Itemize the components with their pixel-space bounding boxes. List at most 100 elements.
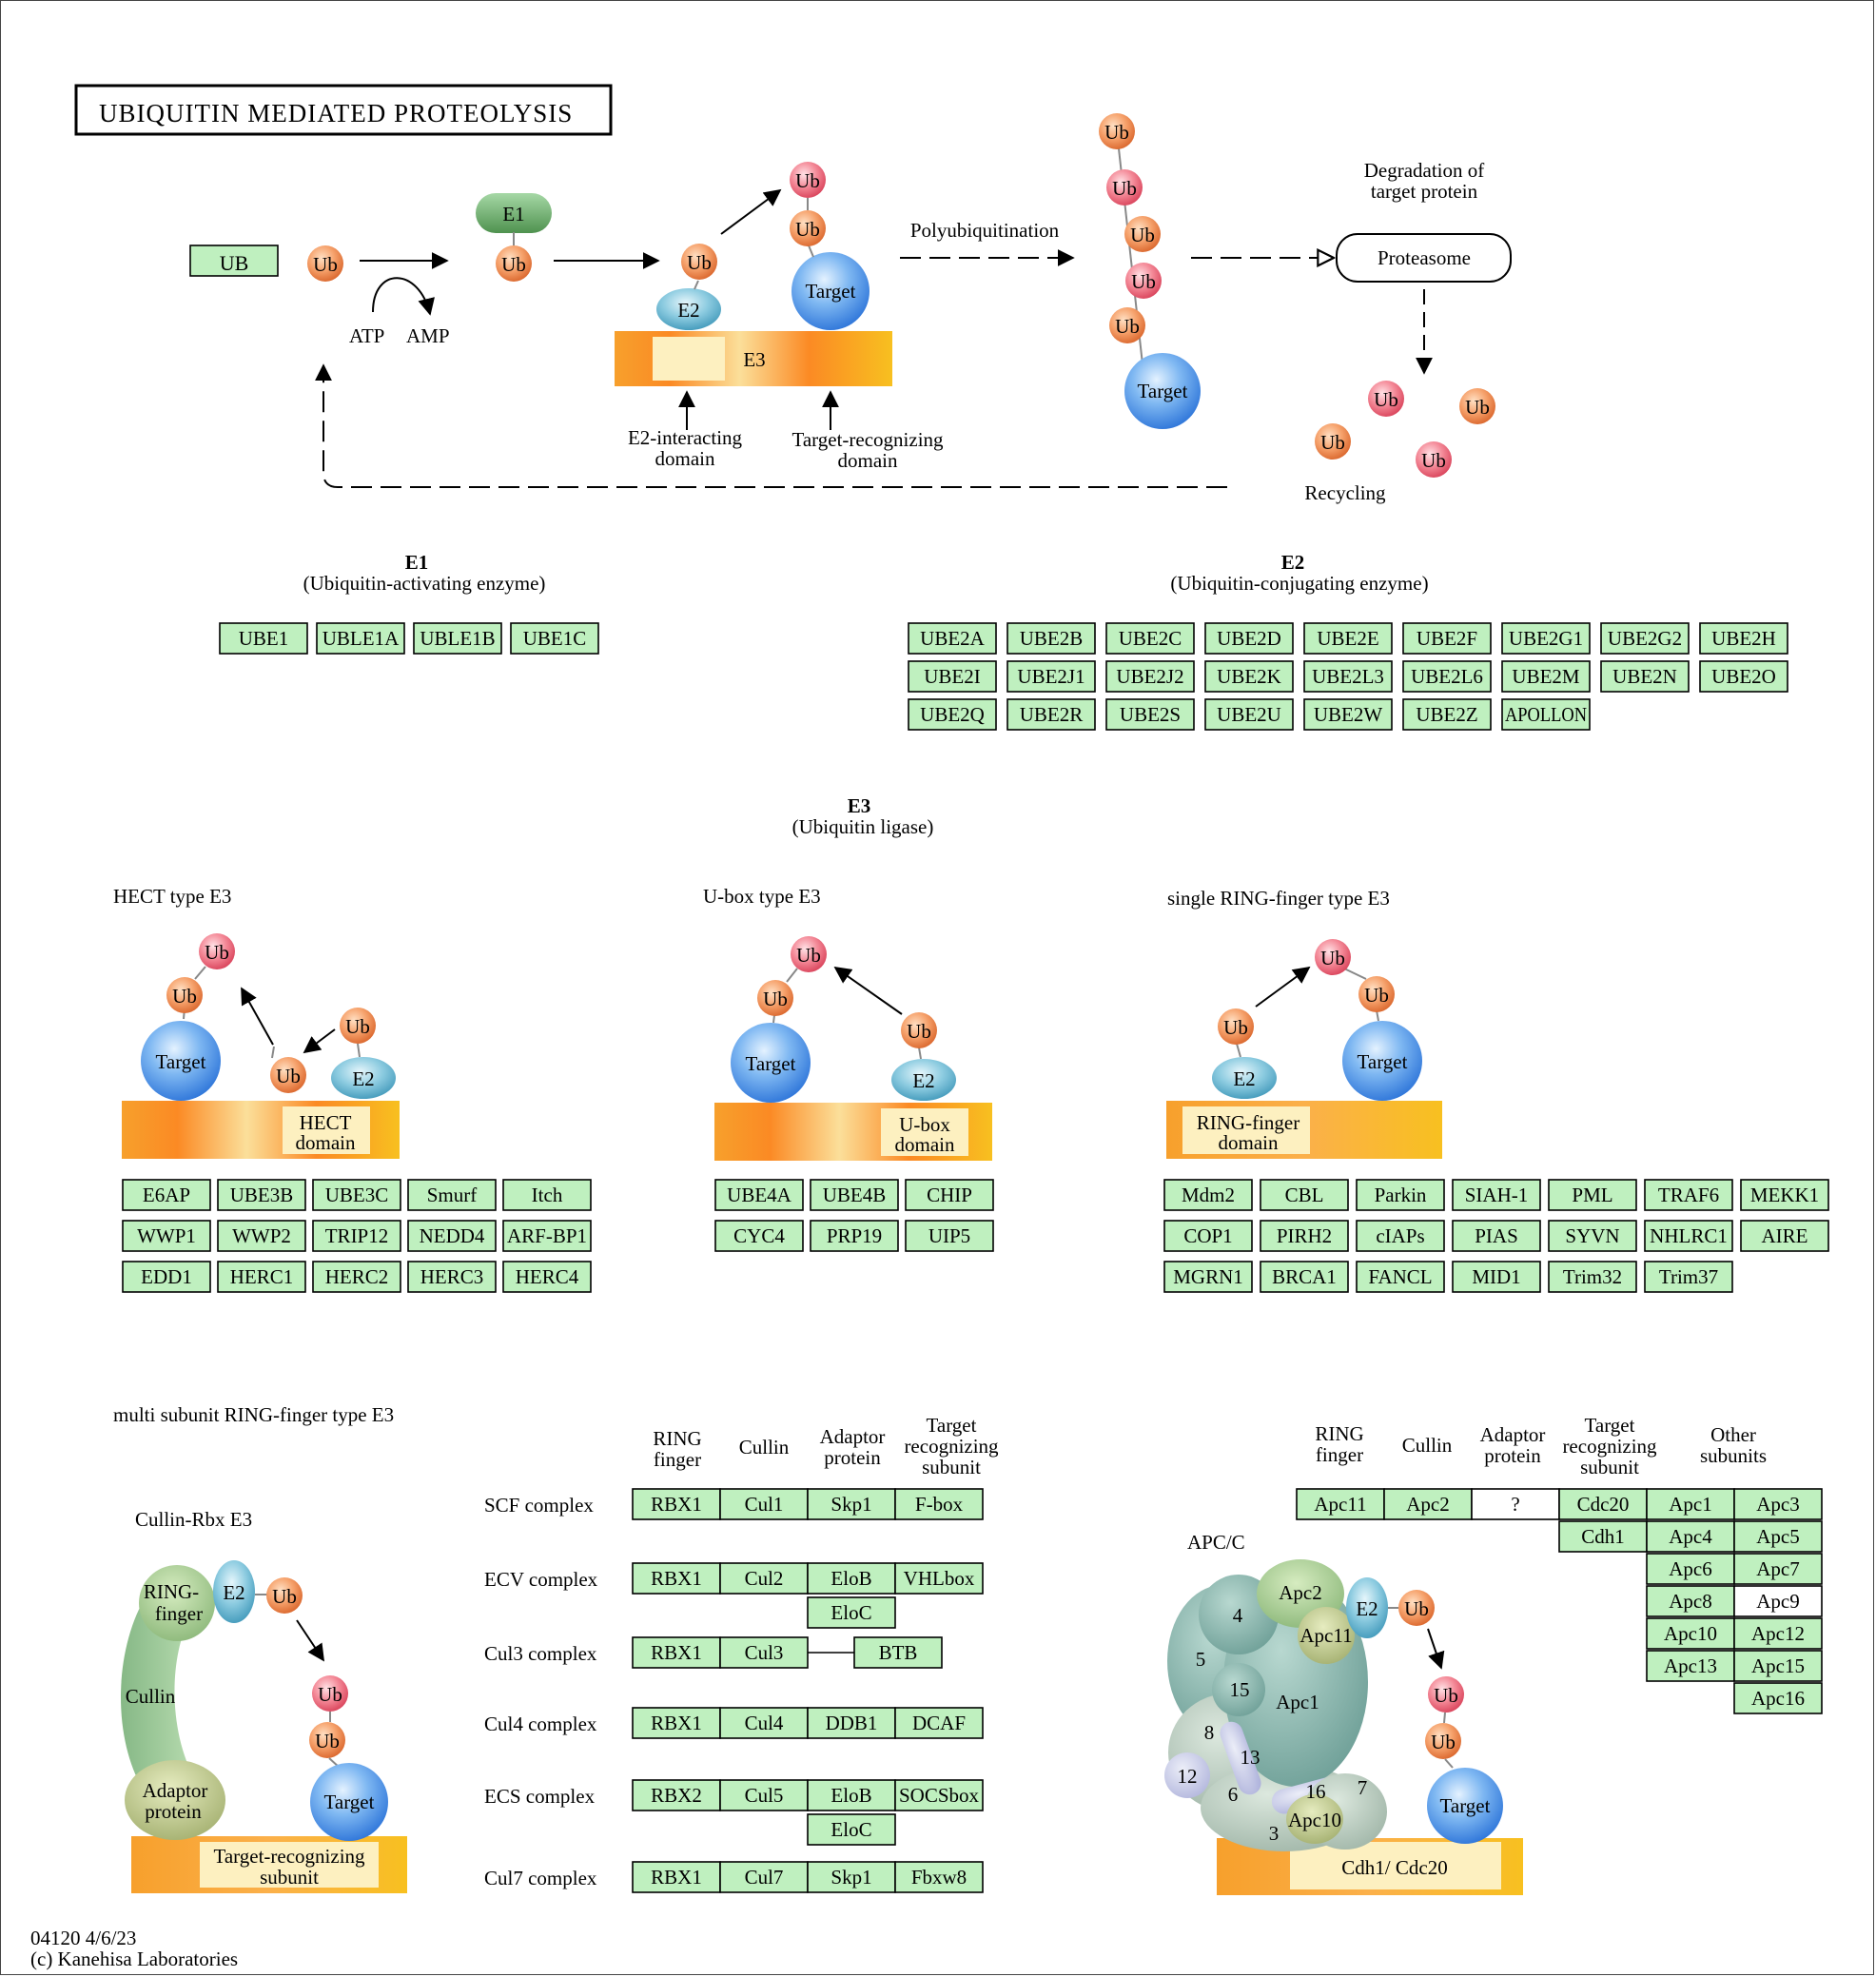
gene-box-brca1[interactable]: BRCA1: [1260, 1261, 1349, 1293]
gene-box-ube4a[interactable]: UBE4A: [714, 1179, 804, 1211]
gene-box-nedd4[interactable]: NEDD4: [407, 1220, 497, 1252]
gene-box-btb[interactable]: BTB: [853, 1636, 943, 1669]
gene-box-ube2j2[interactable]: UBE2J2: [1105, 660, 1195, 693]
gene-box-cdh1[interactable]: Cdh1: [1558, 1520, 1648, 1553]
gene-box-rbx2[interactable]: RBX2: [632, 1779, 721, 1811]
gene-box-e6ap[interactable]: E6AP: [122, 1179, 211, 1211]
gene-box-socsbox[interactable]: SOCSbox: [894, 1779, 984, 1811]
gene-box-apc3[interactable]: Apc3: [1733, 1488, 1823, 1520]
gene-box-herc4[interactable]: HERC4: [502, 1261, 592, 1293]
gene-box-cbl[interactable]: CBL: [1260, 1179, 1349, 1211]
gene-box-ube3b[interactable]: UBE3B: [217, 1179, 306, 1211]
gene-box-cul5[interactable]: Cul5: [719, 1779, 809, 1811]
gene-box-traf6[interactable]: TRAF6: [1644, 1179, 1733, 1211]
gene-box-apc11[interactable]: Apc11: [1296, 1488, 1385, 1520]
gene-box-apc16[interactable]: Apc16: [1733, 1682, 1823, 1714]
gene-box-cul4[interactable]: Cul4: [719, 1707, 809, 1739]
gene-box-ube2k[interactable]: UBE2K: [1204, 660, 1294, 693]
gene-box-herc1[interactable]: HERC1: [217, 1261, 306, 1293]
gene-box-ube2h[interactable]: UBE2H: [1699, 622, 1788, 655]
gene-box-cul1[interactable]: Cul1: [719, 1488, 809, 1520]
gene-box-aire[interactable]: AIRE: [1740, 1220, 1829, 1252]
gene-box-ube2w[interactable]: UBE2W: [1303, 698, 1393, 731]
gene-box-ube2c[interactable]: UBE2C: [1105, 622, 1195, 655]
gene-box-trim32[interactable]: Trim32: [1548, 1261, 1637, 1293]
gene-box-ube2j1[interactable]: UBE2J1: [1006, 660, 1096, 693]
gene-box-skp1[interactable]: Skp1: [807, 1488, 896, 1520]
gene-box-dcaf[interactable]: DCAF: [894, 1707, 984, 1739]
gene-box-rbx1[interactable]: RBX1: [632, 1636, 721, 1669]
gene-box-herc2[interactable]: HERC2: [312, 1261, 401, 1293]
gene-box-apc5[interactable]: Apc5: [1733, 1520, 1823, 1553]
gene-box-ciaps[interactable]: cIAPs: [1356, 1220, 1445, 1252]
gene-box-ube2z[interactable]: UBE2Z: [1402, 698, 1492, 731]
gene-box-ube2a[interactable]: UBE2A: [908, 622, 997, 655]
gene-box-ube2b[interactable]: UBE2B: [1006, 622, 1096, 655]
gene-box-mekk1[interactable]: MEKK1: [1740, 1179, 1829, 1211]
gene-box-smurf[interactable]: Smurf: [407, 1179, 497, 1211]
gene-box-apc7[interactable]: Apc7: [1733, 1553, 1823, 1585]
gene-box-mgrn1[interactable]: MGRN1: [1163, 1261, 1253, 1293]
gene-box-apollon[interactable]: APOLLON: [1501, 698, 1591, 731]
gene-box-ddb1[interactable]: DDB1: [807, 1707, 896, 1739]
gene-box-cop1[interactable]: COP1: [1163, 1220, 1253, 1252]
gene-box-elob[interactable]: EloB: [807, 1779, 896, 1811]
gene-box-ube2l6[interactable]: UBE2L6: [1402, 660, 1492, 693]
gene-box-uble1b[interactable]: UBLE1B: [413, 622, 502, 655]
gene-box-cul7[interactable]: Cul7: [719, 1861, 809, 1893]
gene-box-eloc[interactable]: EloC: [807, 1813, 896, 1846]
gene-box-ube2e[interactable]: UBE2E: [1303, 622, 1393, 655]
gene-box-apc10[interactable]: Apc10: [1646, 1617, 1735, 1650]
gene-box-wwp1[interactable]: WWP1: [122, 1220, 211, 1252]
gene-box-apc2[interactable]: Apc2: [1383, 1488, 1473, 1520]
gene-box-pml[interactable]: PML: [1548, 1179, 1637, 1211]
gene-box-uble1a[interactable]: UBLE1A: [316, 622, 405, 655]
proteasome-box[interactable]: [1336, 233, 1512, 283]
gene-box-pirh2[interactable]: PIRH2: [1260, 1220, 1349, 1252]
gene-box-arf-bp1[interactable]: ARF-BP1: [502, 1220, 592, 1252]
gene-box-f-box[interactable]: F-box: [894, 1488, 984, 1520]
gene-box-fancl[interactable]: FANCL: [1356, 1261, 1445, 1293]
gene-box-prp19[interactable]: PRP19: [810, 1220, 899, 1252]
gene-box-vhlbox[interactable]: VHLbox: [894, 1562, 984, 1595]
gene-box-eloc[interactable]: EloC: [807, 1596, 896, 1629]
gene-box-trim37[interactable]: Trim37: [1644, 1261, 1733, 1293]
gene-box-ube2m[interactable]: UBE2M: [1501, 660, 1591, 693]
gene-box-fbxw8[interactable]: Fbxw8: [894, 1861, 984, 1893]
gene-box-mid1[interactable]: MID1: [1452, 1261, 1541, 1293]
gene-UB[interactable]: [189, 245, 279, 277]
gene-box-ube2o[interactable]: UBE2O: [1699, 660, 1788, 693]
gene-box-apc6[interactable]: Apc6: [1646, 1553, 1735, 1585]
gene-box-apc15[interactable]: Apc15: [1733, 1650, 1823, 1682]
gene-box-apc12[interactable]: Apc12: [1733, 1617, 1823, 1650]
gene-box-ube2r[interactable]: UBE2R: [1006, 698, 1096, 731]
gene-box-apc4[interactable]: Apc4: [1646, 1520, 1735, 1553]
gene-box-ube2u[interactable]: UBE2U: [1204, 698, 1294, 731]
gene-box-ube2l3[interactable]: UBE2L3: [1303, 660, 1393, 693]
gene-box-rbx1[interactable]: RBX1: [632, 1861, 721, 1893]
gene-box-cul3[interactable]: Cul3: [719, 1636, 809, 1669]
gene-box-trip12[interactable]: TRIP12: [312, 1220, 401, 1252]
gene-box-ube1[interactable]: UBE1: [219, 622, 308, 655]
gene-box-pias[interactable]: PIAS: [1452, 1220, 1541, 1252]
gene-box-herc3[interactable]: HERC3: [407, 1261, 497, 1293]
gene-box-ube2s[interactable]: UBE2S: [1105, 698, 1195, 731]
gene-box-itch[interactable]: Itch: [502, 1179, 592, 1211]
gene-box-apc13[interactable]: Apc13: [1646, 1650, 1735, 1682]
gene-box-ube2q[interactable]: UBE2Q: [908, 698, 997, 731]
gene-box-elob[interactable]: EloB: [807, 1562, 896, 1595]
gene-box-rbx1[interactable]: RBX1: [632, 1562, 721, 1595]
gene-box-rbx1[interactable]: RBX1: [632, 1707, 721, 1739]
gene-box-[interactable]: ?: [1471, 1488, 1560, 1520]
gene-box-ube2f[interactable]: UBE2F: [1402, 622, 1492, 655]
gene-box-apc1[interactable]: Apc1: [1646, 1488, 1735, 1520]
gene-box-chip[interactable]: CHIP: [905, 1179, 994, 1211]
gene-box-cdc20[interactable]: Cdc20: [1558, 1488, 1648, 1520]
gene-box-wwp2[interactable]: WWP2: [217, 1220, 306, 1252]
gene-box-ube3c[interactable]: UBE3C: [312, 1179, 401, 1211]
gene-box-ube2g2[interactable]: UBE2G2: [1600, 622, 1690, 655]
gene-box-parkin[interactable]: Parkin: [1356, 1179, 1445, 1211]
gene-box-mdm2[interactable]: Mdm2: [1163, 1179, 1253, 1211]
gene-box-ube2g1[interactable]: UBE2G1: [1501, 622, 1591, 655]
gene-box-ube2i[interactable]: UBE2I: [908, 660, 997, 693]
